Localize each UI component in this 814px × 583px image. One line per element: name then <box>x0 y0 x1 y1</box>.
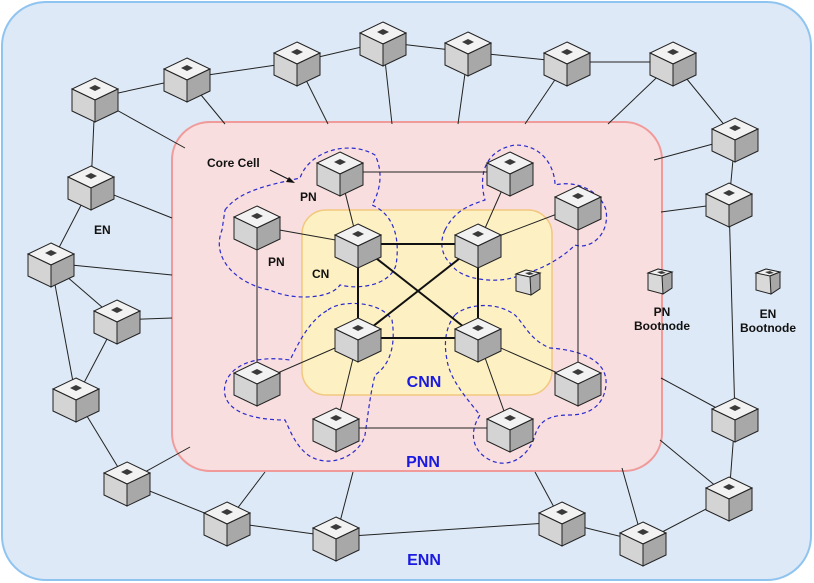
en-label: EN <box>94 223 111 237</box>
cnn-zone-label: CNN <box>407 374 442 391</box>
pnn-zone-label: PNN <box>406 454 440 471</box>
pn-bootnode-label-line2: Bootnode <box>634 319 690 333</box>
core-cell-top-left <box>218 147 398 298</box>
en-bootnode-label-line1: EN <box>760 307 777 321</box>
pn-label-2: PN <box>268 255 285 269</box>
cn-label: CN <box>312 267 329 281</box>
en-bootnode-label-line2: Bootnode <box>740 321 796 335</box>
bootnode-icon <box>755 268 781 295</box>
core-cell-bottom-right <box>444 304 607 464</box>
pn-label: PN <box>300 190 317 204</box>
core-cell-top-right <box>441 144 608 281</box>
core-cells <box>218 144 608 464</box>
enn-zone-label: ENN <box>407 552 441 569</box>
bootnode-icon <box>647 268 673 295</box>
core-cell-bottom-left <box>223 302 394 462</box>
core-cell-label: Core Cell <box>207 156 260 170</box>
bootnode-icon <box>515 269 541 296</box>
pn-bootnode-label-line1: PN <box>654 305 671 319</box>
core-cell-arrowhead <box>286 177 295 183</box>
